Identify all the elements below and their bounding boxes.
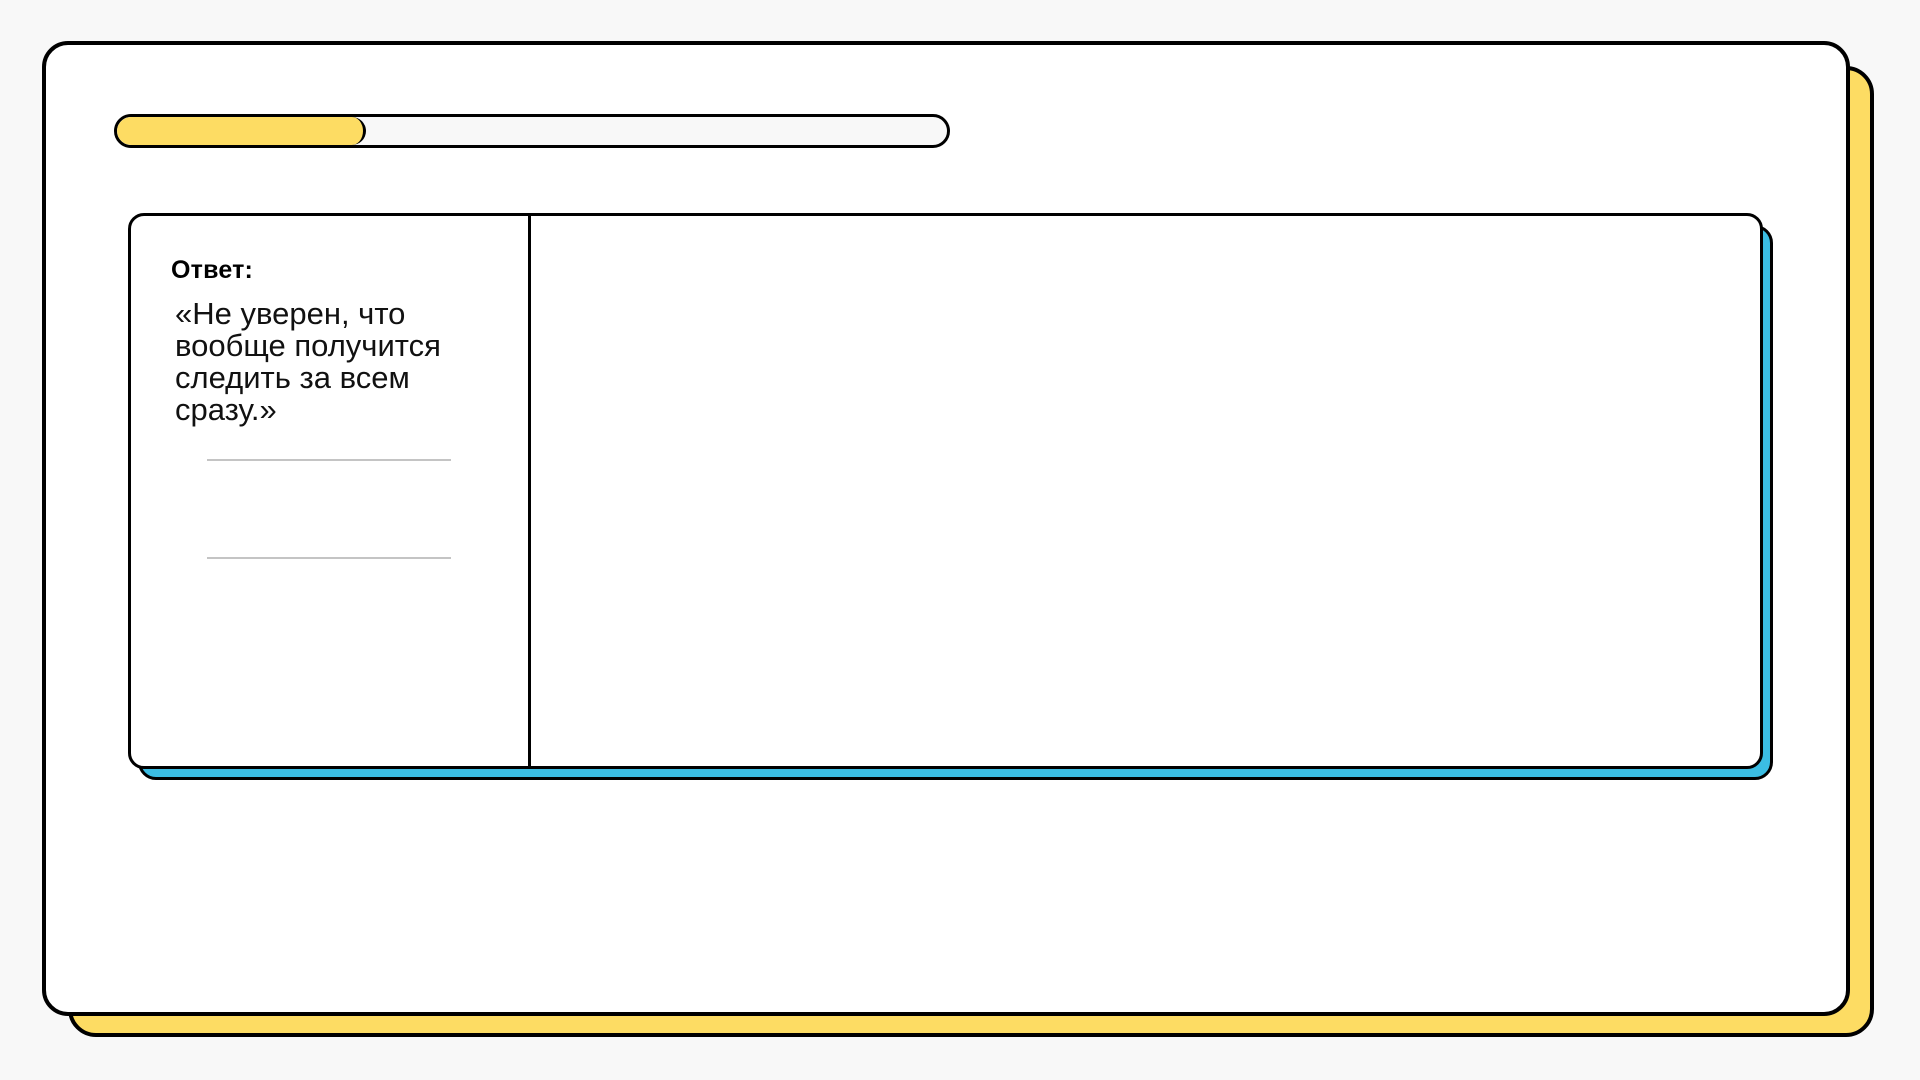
answer-label: Ответ: <box>171 256 254 284</box>
answer-card: Ответ: «Не уверен, что вообще получится … <box>128 213 1763 769</box>
progress-bar-fill <box>117 117 366 145</box>
progress-bar <box>114 114 950 148</box>
divider-line <box>207 557 451 559</box>
answer-column: Ответ: «Не уверен, что вообще получится … <box>131 216 531 766</box>
answer-text: «Не уверен, что вообще получится следить… <box>175 296 441 427</box>
content-area <box>531 216 1760 766</box>
divider-line <box>207 459 451 461</box>
